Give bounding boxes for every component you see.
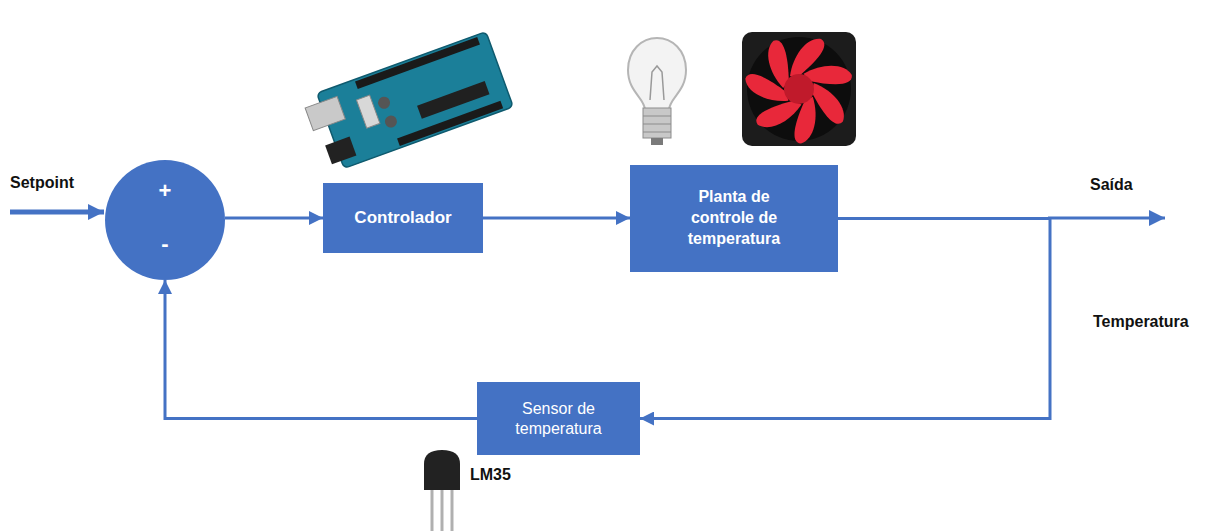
sensor-leg: [431, 488, 434, 531]
plant-box: Planta de controle de temperatura: [630, 165, 838, 272]
bulb-glass: [628, 38, 686, 110]
bulb-groove: [643, 132, 671, 133]
node-text: Planta de controle de temperatura: [669, 187, 799, 249]
text-group: Planta de controle de temperatura: [669, 187, 799, 249]
node-text: -: [161, 232, 168, 256]
bulb-groove: [643, 116, 671, 117]
bulb-filament: [650, 66, 664, 100]
output-arrow: [1048, 217, 1165, 220]
capacitor: [376, 95, 391, 110]
fan-hub: [784, 74, 814, 104]
crystal: [356, 95, 379, 128]
mcu-chip: [417, 81, 489, 119]
capacitor: [383, 114, 398, 129]
signal-arrow: [225, 217, 323, 220]
text-group: +-: [159, 160, 172, 280]
node-text: Controlador: [354, 208, 451, 228]
board-pcb: [317, 32, 514, 169]
node-text: +: [159, 179, 172, 203]
bulb-contact: [651, 138, 663, 145]
sensor-leg: [441, 488, 444, 531]
signal-label: Setpoint: [10, 174, 74, 192]
part-name: LM35: [470, 466, 511, 484]
lamp-bulb: [628, 38, 686, 145]
header-top: [355, 37, 480, 89]
sensor-body: [424, 450, 460, 490]
fan-frame: [742, 32, 856, 146]
signal-label: Saída: [1090, 176, 1133, 194]
lm35-part: [424, 450, 460, 531]
input-arrow: [10, 210, 104, 215]
controller-box: Controlador: [323, 183, 483, 253]
bulb-groove: [643, 124, 671, 125]
sensor-box: Sensor de temperatura: [477, 382, 640, 455]
sensor-leg: [451, 488, 454, 531]
node-text: Sensor de temperatura: [496, 399, 621, 439]
arduino-board: [302, 32, 514, 174]
circle-outline: [105, 160, 225, 280]
circle-fill: [105, 160, 225, 280]
signal-arrow: [483, 217, 630, 220]
bulb-base: [643, 108, 671, 138]
usb-port: [305, 96, 345, 130]
signal-label: Temperatura: [1093, 313, 1189, 331]
fan-rotor: [744, 38, 854, 145]
text-group: Controlador: [354, 208, 451, 228]
power-jack: [325, 137, 356, 165]
summing-junction: +-: [105, 160, 225, 280]
text-group: Sensor de temperatura: [496, 399, 621, 439]
signal-arrow: [165, 280, 477, 419]
cooling-fan: [742, 32, 856, 146]
